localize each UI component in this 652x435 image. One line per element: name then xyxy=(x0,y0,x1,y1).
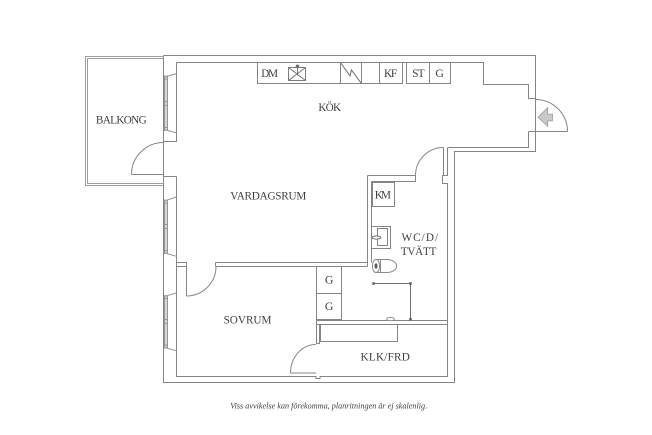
svg-text:KM: KM xyxy=(375,190,391,202)
svg-text:WC/D/: WC/D/ xyxy=(402,232,439,244)
svg-text:G: G xyxy=(325,299,334,313)
svg-text:SOVRUM: SOVRUM xyxy=(224,315,272,327)
svg-text:KF: KF xyxy=(384,68,397,80)
svg-text:DM: DM xyxy=(261,68,278,80)
svg-text:VARDAGSRUM: VARDAGSRUM xyxy=(230,191,306,203)
svg-text:KÖK: KÖK xyxy=(318,102,341,114)
svg-text:KLK/FRD: KLK/FRD xyxy=(361,352,410,364)
svg-text:BALKONG: BALKONG xyxy=(96,114,147,126)
svg-text:ST: ST xyxy=(412,68,424,80)
svg-text:TVÄTT: TVÄTT xyxy=(401,246,437,258)
svg-text:G: G xyxy=(325,272,334,286)
svg-text:G: G xyxy=(435,66,444,80)
svg-text:Viss avvikelse kan förekomma,: Viss avvikelse kan förekomma, planritnin… xyxy=(230,401,427,411)
